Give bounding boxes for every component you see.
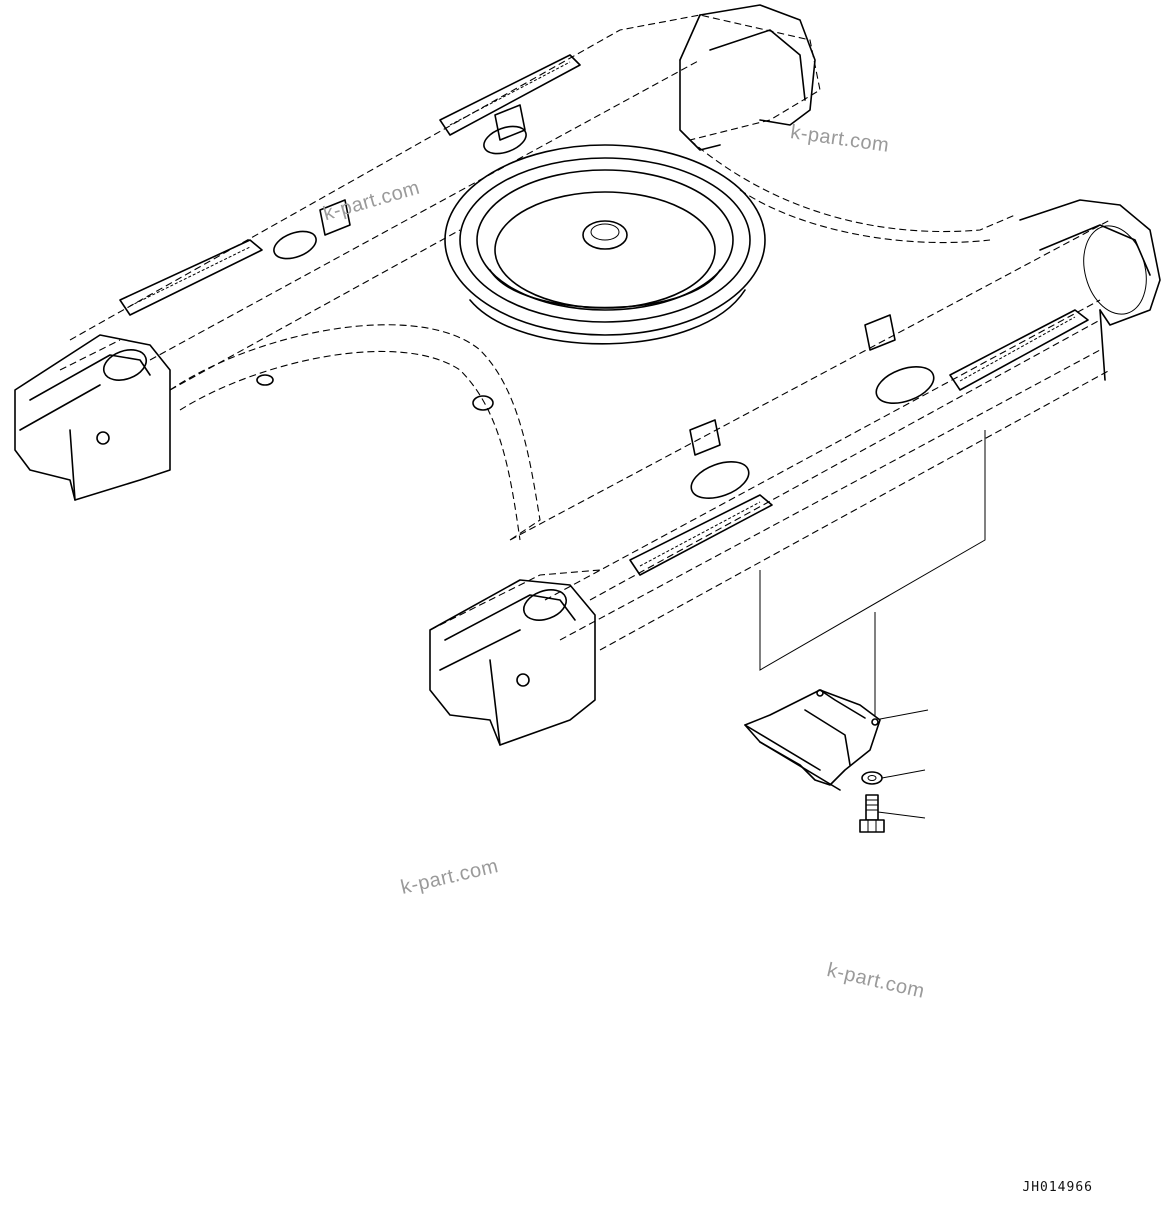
track-guards bbox=[119, 54, 1089, 576]
track-frame bbox=[14, 4, 1161, 746]
bolt-part bbox=[859, 794, 885, 833]
drawing-code: JH014966 bbox=[1022, 1180, 1093, 1195]
swing-circle bbox=[444, 144, 766, 345]
washer-part bbox=[861, 771, 883, 785]
cover-part bbox=[744, 689, 881, 791]
leader-lines bbox=[759, 430, 986, 819]
